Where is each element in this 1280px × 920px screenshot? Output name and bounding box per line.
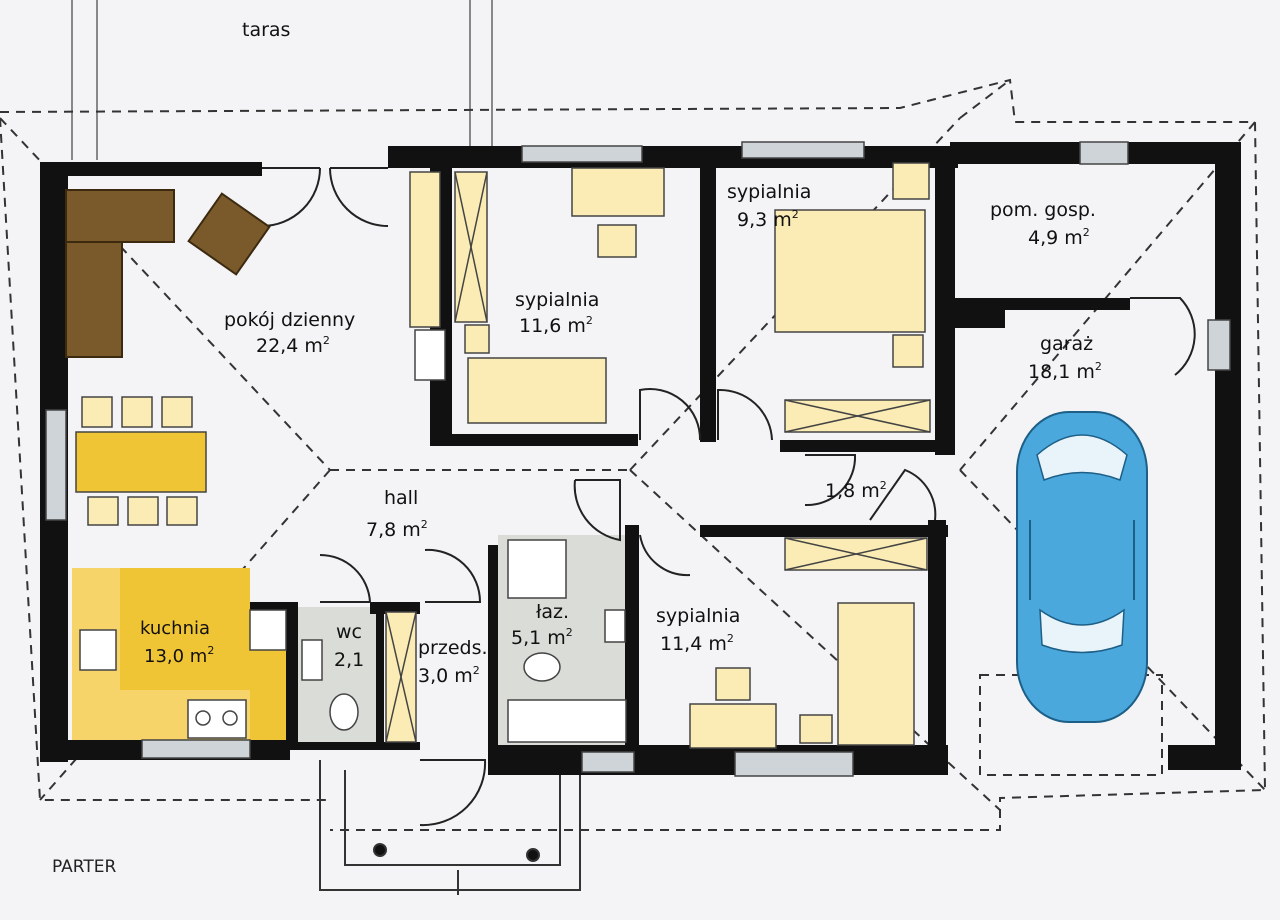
kitchen-appliances bbox=[79, 609, 287, 739]
bedroom3-name: sypialnia bbox=[656, 605, 740, 627]
bedroom1-furniture bbox=[454, 167, 665, 424]
wc-name: wc bbox=[336, 621, 362, 643]
hall-area: 7,8 m2 bbox=[366, 518, 428, 541]
terrace-outline bbox=[71, 0, 493, 160]
vestibule-area: 3,0 m2 bbox=[418, 664, 480, 687]
bedroom1-name: sypialnia bbox=[515, 289, 599, 311]
bedroom3-furniture bbox=[689, 537, 928, 749]
wardrobe bbox=[409, 171, 441, 328]
sofa bbox=[65, 189, 175, 243]
sofa-side bbox=[65, 241, 123, 358]
car bbox=[1016, 411, 1148, 723]
corridor-area: 1,8 m2 bbox=[825, 479, 887, 502]
bedroom2-area: 9,3 m2 bbox=[737, 208, 799, 231]
bathroom-name: łaz. bbox=[536, 601, 569, 623]
radiator bbox=[414, 329, 446, 381]
bathroom-area: 5,1 m2 bbox=[511, 626, 573, 649]
terrace-label: taras bbox=[242, 19, 290, 41]
bedroom2-name: sypialnia bbox=[727, 181, 811, 203]
room-labels: pokój dzienny 22,4 m2 sypialnia 11,6 m2 … bbox=[140, 181, 1102, 687]
utility-name: pom. gosp. bbox=[990, 199, 1096, 221]
kitchen-area: 13,0 m2 bbox=[144, 644, 214, 667]
windows bbox=[45, 141, 1231, 777]
dining-table bbox=[75, 431, 207, 493]
garage-name: garaż bbox=[1040, 333, 1093, 355]
living-area: 22,4 m2 bbox=[256, 334, 330, 357]
hall-name: hall bbox=[384, 487, 418, 509]
doors bbox=[261, 167, 1196, 827]
vestibule-name: przeds. bbox=[418, 637, 488, 659]
armchair bbox=[187, 192, 271, 276]
living-name: pokój dzienny bbox=[224, 309, 355, 331]
bath-fixtures bbox=[301, 539, 627, 743]
garage-area: 18,1 m2 bbox=[1028, 360, 1102, 383]
utility-area: 4,9 m2 bbox=[1028, 226, 1090, 249]
bedroom1-area: 11,6 m2 bbox=[519, 314, 593, 337]
living-furniture bbox=[65, 171, 446, 526]
bedroom2-furniture bbox=[774, 162, 931, 433]
kitchen-name: kuchnia bbox=[140, 618, 210, 639]
bedroom3-area: 11,4 m2 bbox=[660, 632, 734, 655]
floor-caption: PARTER bbox=[52, 857, 116, 877]
wc-area: 2,1 bbox=[334, 649, 364, 671]
entrance-porch bbox=[319, 760, 581, 895]
